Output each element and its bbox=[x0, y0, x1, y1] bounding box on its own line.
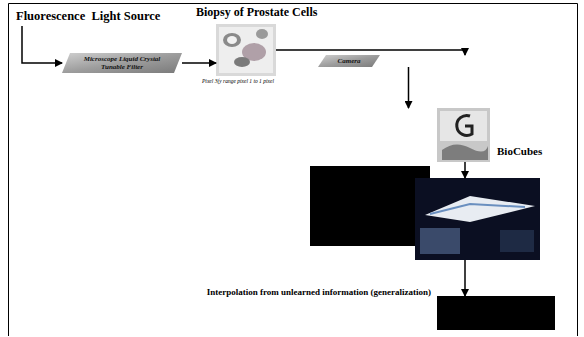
flow-arrow bbox=[182, 62, 216, 64]
box-heading: Biopsy of Prostate Cells bbox=[196, 5, 317, 19]
biocubes-box: BioCubes bbox=[437, 108, 490, 162]
result-box: Interpolation from unlearned information… bbox=[437, 296, 555, 330]
box-heading: Interpolation from unlearned information… bbox=[207, 287, 431, 298]
flow-arrow bbox=[276, 50, 465, 55]
biopsy-photo bbox=[216, 24, 276, 76]
network-image bbox=[415, 178, 540, 260]
flow-arrow bbox=[464, 260, 466, 296]
start-label: Fluorescence Light Source bbox=[16, 9, 160, 24]
start-label: Fluorescence Light Source bbox=[16, 9, 160, 24]
frame bbox=[9, 4, 578, 337]
black-result-box bbox=[437, 296, 555, 330]
box-label: Microscope Liquid Crystal Tunable Filter bbox=[73, 55, 171, 71]
flow-arrow bbox=[408, 67, 410, 108]
biocubes-image bbox=[437, 108, 490, 162]
biopsy-image-box: Biopsy of Prostate CellsPixel 3(y range … bbox=[216, 24, 276, 76]
camera-box: Camera bbox=[318, 55, 380, 67]
box-heading: BioCubes bbox=[497, 145, 542, 158]
flow-arrow bbox=[22, 26, 62, 63]
box-label: Camera bbox=[329, 57, 369, 65]
network-image-box bbox=[415, 178, 540, 260]
flow-arrow bbox=[464, 162, 466, 178]
black-panel bbox=[310, 166, 430, 246]
image-caption: Pixel 3(y range pixel 1 to 1 pixel bbox=[202, 78, 274, 85]
filter-box: Microscope Liquid Crystal Tunable Filter bbox=[62, 53, 182, 73]
